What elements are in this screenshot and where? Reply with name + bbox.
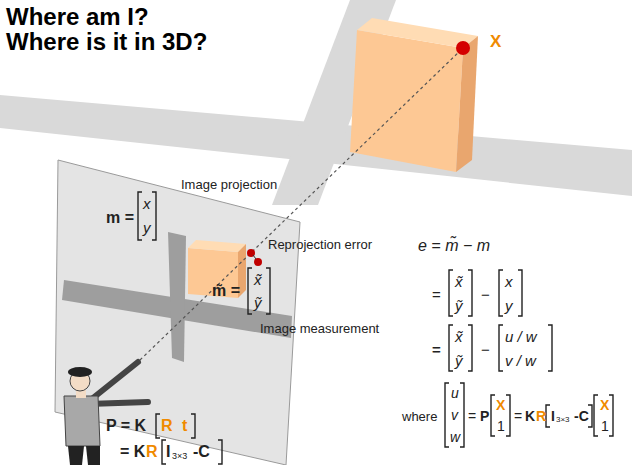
math-term: x̃ xyxy=(455,329,463,344)
math-term: t xyxy=(182,418,187,434)
matrix-bracket xyxy=(449,325,472,371)
measurement-dot xyxy=(254,258,262,266)
math-term: I xyxy=(166,444,170,460)
slide-title: Where am I? Where is it in 3D? xyxy=(6,4,211,54)
box-3d xyxy=(350,30,463,172)
math-term: v xyxy=(451,408,458,422)
annotation: where xyxy=(402,410,437,423)
math-term: X xyxy=(496,398,505,412)
ray xyxy=(140,48,463,360)
matrix-bracket xyxy=(162,440,222,464)
math-term: R xyxy=(161,418,173,434)
math-term: x xyxy=(143,196,151,211)
annotation: Reprojection error xyxy=(268,238,372,251)
math-term: R xyxy=(146,444,158,460)
math-term: = xyxy=(432,342,441,357)
math-term: X xyxy=(490,33,501,50)
image-plane xyxy=(55,160,300,465)
matrix-bracket xyxy=(491,395,510,436)
math-term: 3×3 xyxy=(172,452,187,461)
matrix-bracket xyxy=(499,270,522,316)
annotation: Image measurement xyxy=(260,322,379,335)
matrix-bracket xyxy=(449,270,472,316)
math-term: P = K xyxy=(106,418,146,434)
math-term: 1 xyxy=(497,419,505,433)
math-term: e = m̃ − m xyxy=(418,238,490,254)
math-term: − xyxy=(481,342,490,357)
math-term: = xyxy=(432,287,441,302)
math-term: m̃ = xyxy=(212,283,240,299)
point-x xyxy=(456,41,470,55)
math-term: -C xyxy=(193,444,210,460)
person xyxy=(64,362,148,465)
math-term: ỹ xyxy=(254,295,262,310)
matrix-bracket xyxy=(594,395,613,436)
math-term: w xyxy=(450,430,460,444)
annotation: Image projection xyxy=(181,178,277,191)
error-arrow xyxy=(253,255,256,259)
math-term: = K xyxy=(120,444,145,460)
matrix-bracket xyxy=(499,325,552,371)
math-term: v / w xyxy=(505,353,536,368)
matrix-bracket xyxy=(248,268,270,314)
box-3d xyxy=(456,36,478,172)
math-term: P xyxy=(480,409,489,423)
math-term: -C xyxy=(574,409,589,423)
math-term: u / w xyxy=(505,329,537,344)
matrix-bracket xyxy=(138,192,156,240)
math-term: 3×3 xyxy=(556,416,570,424)
math-term: I xyxy=(551,409,555,423)
math-term: X xyxy=(600,398,609,412)
math-term: m = xyxy=(106,210,134,226)
math-term: u xyxy=(451,386,459,400)
math-term: y xyxy=(505,298,513,313)
math-term: y xyxy=(143,220,151,235)
math-term: x̃ xyxy=(455,274,463,289)
math-term: x xyxy=(505,274,513,289)
math-term: = xyxy=(468,409,476,423)
math-term: − xyxy=(481,287,490,302)
matrix-bracket xyxy=(156,414,195,438)
math-term: ỹ xyxy=(455,298,463,313)
math-term: = xyxy=(514,409,522,423)
matrix-bracket xyxy=(546,405,592,427)
math-term: K xyxy=(525,409,535,423)
math-term: 1 xyxy=(601,419,609,433)
projected-box xyxy=(188,240,246,252)
math-term: ỹ xyxy=(455,353,463,368)
matrix-bracket xyxy=(445,383,464,447)
math-term: x̃ xyxy=(254,272,262,287)
matrix-brackets xyxy=(138,192,613,464)
math-term: R xyxy=(536,409,546,423)
projected-band xyxy=(168,232,186,362)
